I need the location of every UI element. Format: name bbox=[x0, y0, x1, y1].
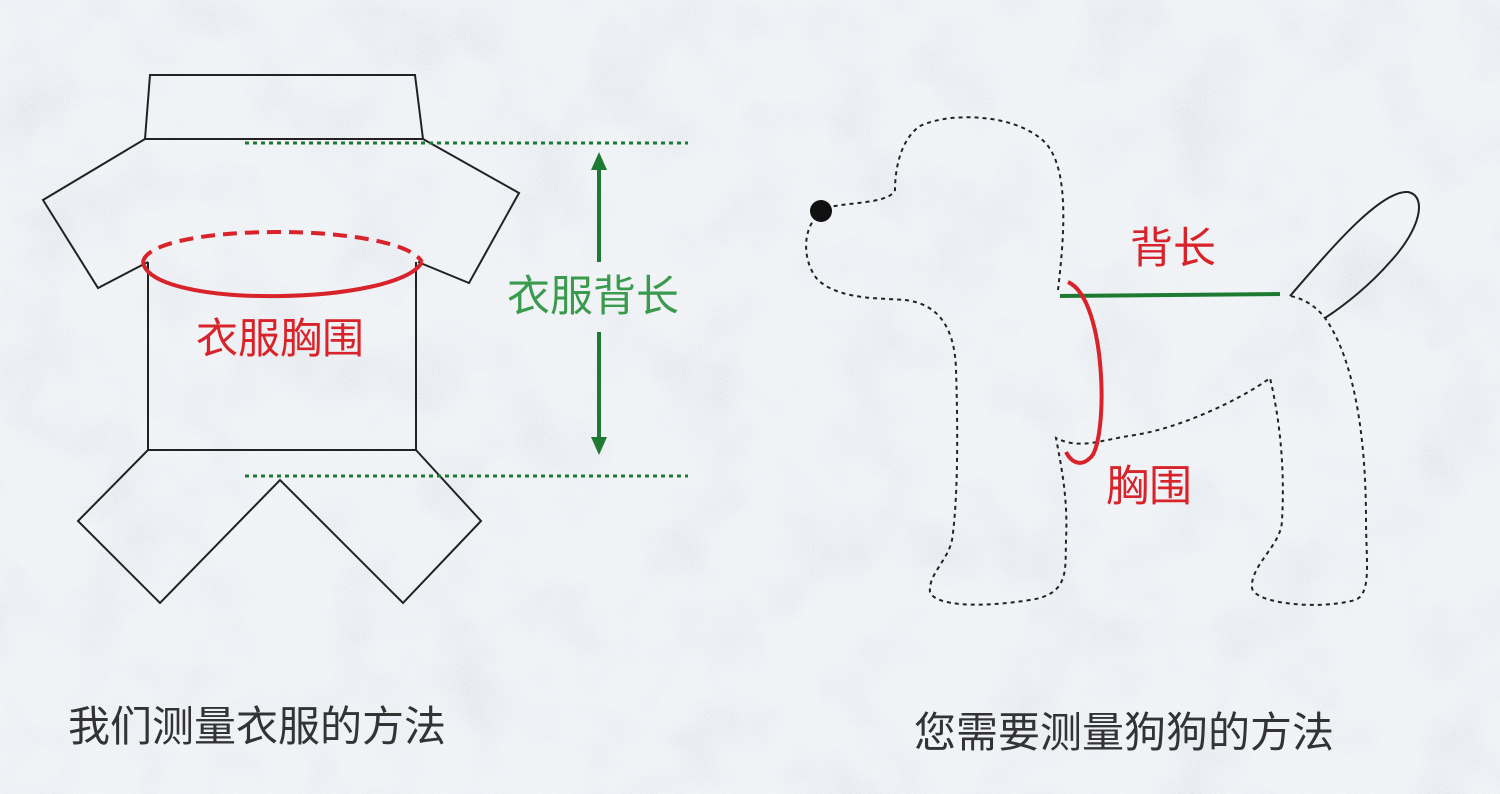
dog-back-length-label: 背长 bbox=[1130, 224, 1216, 274]
clothes-left-sleeve bbox=[41, 138, 149, 290]
dog-tail bbox=[1289, 190, 1420, 319]
dog-chest-label: 胸围 bbox=[1106, 462, 1192, 512]
clothes-legs bbox=[76, 449, 483, 605]
dog-caption: 您需要测量狗狗的方法 bbox=[914, 708, 1335, 757]
dog-body-outline bbox=[805, 116, 1369, 606]
clothes-diagram bbox=[41, 74, 521, 605]
dog-back-length-line bbox=[1059, 292, 1281, 298]
clothes-chest-ellipse-back bbox=[141, 230, 424, 264]
clothes-right-sleeve bbox=[417, 138, 521, 285]
dog-nose bbox=[810, 200, 832, 222]
clothes-back-length-label: 衣服背长 bbox=[507, 272, 679, 322]
dog-chest-arc bbox=[1064, 280, 1104, 465]
clothes-chest-ellipse-front bbox=[141, 260, 424, 299]
arrow-down-icon bbox=[591, 437, 607, 455]
clothes-caption: 我们测量衣服的方法 bbox=[68, 702, 447, 751]
clothes-back-arrow bbox=[591, 152, 607, 455]
clothes-chest-label: 衣服胸围 bbox=[196, 314, 365, 363]
arrow-up-icon bbox=[591, 152, 607, 170]
